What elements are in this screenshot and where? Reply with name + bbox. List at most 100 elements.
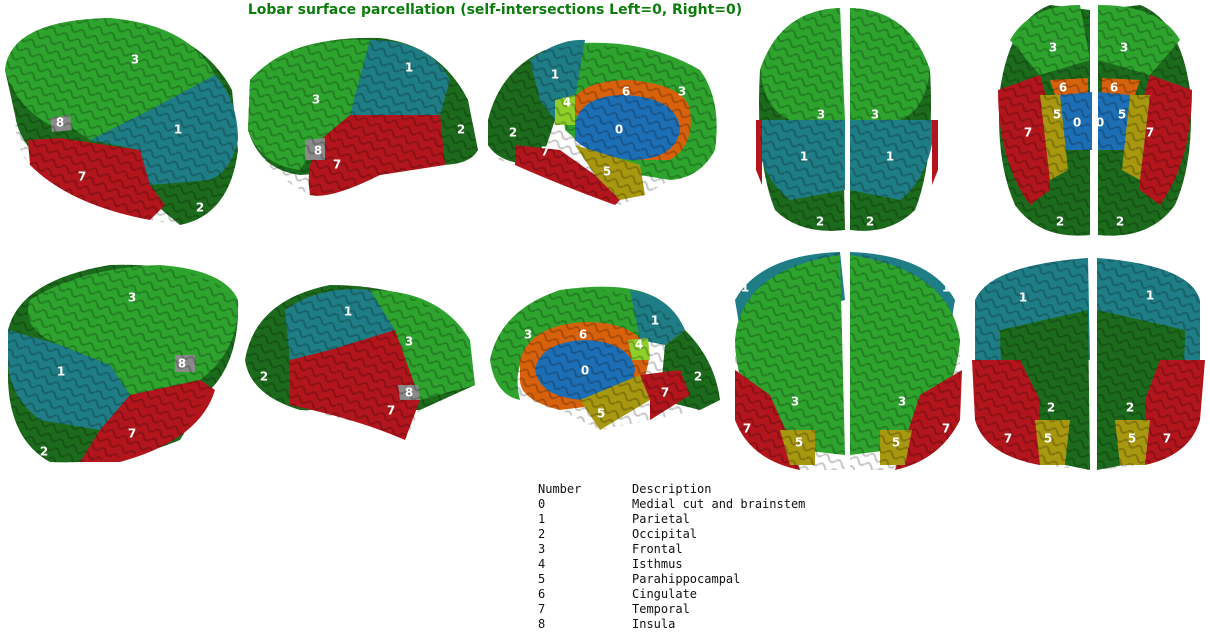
region-label: 2 <box>1116 215 1124 229</box>
legend-number: 0 <box>538 497 546 511</box>
region-label: 6 <box>1059 81 1067 95</box>
view-left-medial-top <box>488 39 717 205</box>
region-label: 7 <box>942 422 950 436</box>
region-label: 1 <box>405 61 413 75</box>
region-label: 3 <box>791 395 799 409</box>
region-label: 0 <box>1096 116 1104 130</box>
region-label: 6 <box>579 328 587 342</box>
legend-number: 3 <box>538 542 546 556</box>
region-label: 1 <box>57 365 65 379</box>
region-label: 5 <box>603 165 611 179</box>
legend-description: Occipital <box>632 527 698 541</box>
legend-header-number: Number <box>538 482 582 496</box>
region-label: 5 <box>597 407 605 421</box>
region-label: 4 <box>563 96 571 110</box>
legend-row: 4 Isthmus <box>538 557 805 572</box>
view-right-lateral-bottom <box>8 264 239 463</box>
legend-number: 6 <box>538 587 546 601</box>
region-label: 7 <box>333 158 341 172</box>
region-label: 6 <box>622 85 630 99</box>
region-7-patch <box>932 120 938 185</box>
region-label: 0 <box>615 123 623 137</box>
region-label: 7 <box>128 427 136 441</box>
legend-number: 5 <box>538 572 546 586</box>
region-label: 2 <box>1056 215 1064 229</box>
legend-row: 0 Medial cut and brainstem <box>538 497 805 512</box>
region-label: 2 <box>1126 401 1134 415</box>
region-label: 1 <box>942 281 950 295</box>
region-label: 1 <box>551 68 559 82</box>
legend-description: Cingulate <box>632 587 698 601</box>
legend-row: 6 Cingulate <box>538 587 805 602</box>
legend-number: 1 <box>538 512 546 526</box>
region-label: 2 <box>816 215 824 229</box>
legend-number: 2 <box>538 527 546 541</box>
region-label: 8 <box>178 357 186 371</box>
region-label: 5 <box>892 436 900 450</box>
region-label: 0 <box>581 364 589 378</box>
region-number-labels: 3 1 8 7 2 1 3 2 8 7 1 6 3 4 0 2 7 5 3 3 … <box>40 41 1171 459</box>
region-label: 3 <box>128 291 136 305</box>
legend-number: 8 <box>538 617 546 631</box>
legend-description: Temporal <box>632 602 690 616</box>
legend-description: Insula <box>632 617 676 631</box>
region-label: 2 <box>457 123 465 137</box>
brain-views: 3 1 8 7 2 1 3 2 8 7 1 6 3 4 0 2 7 5 3 3 … <box>5 5 1205 470</box>
region-label: 3 <box>1120 41 1128 55</box>
region-label: 2 <box>866 215 874 229</box>
view-left-oblique-top <box>248 37 478 196</box>
region-label: 1 <box>651 314 659 328</box>
legend-row: 8 Insula <box>538 617 805 632</box>
region-label: 4 <box>635 338 643 352</box>
region-label: 3 <box>312 93 320 107</box>
view-dorsal <box>756 8 938 231</box>
view-left-lateral-top <box>5 18 238 225</box>
region-label: 2 <box>40 445 48 459</box>
region-label: 1 <box>174 123 182 137</box>
legend-description: Isthmus <box>632 557 683 571</box>
view-right-oblique-bottom <box>245 285 475 440</box>
region-label: 3 <box>405 335 413 349</box>
region-label: 3 <box>524 328 532 342</box>
region-label: 7 <box>1004 432 1012 446</box>
region-label: 7 <box>387 404 395 418</box>
region-label: 5 <box>1128 432 1136 446</box>
region-label: 1 <box>800 150 808 164</box>
region-label: 7 <box>78 170 86 184</box>
legend-description: Medial cut and brainstem <box>632 497 806 511</box>
region-label: 7 <box>1163 432 1171 446</box>
region-label: 5 <box>795 436 803 450</box>
region-label: 8 <box>405 386 413 400</box>
region-label: 5 <box>1044 432 1052 446</box>
region-label: 6 <box>1110 81 1118 95</box>
view-posterior <box>972 258 1205 470</box>
region-label: 7 <box>661 386 669 400</box>
region-label: 2 <box>1047 401 1055 415</box>
figure-title: Lobar surface parcellation (self-interse… <box>247 2 743 18</box>
region-label: 7 <box>743 422 751 436</box>
region-label: 0 <box>1073 116 1081 130</box>
region-label: 3 <box>817 108 825 122</box>
region-label: 1 <box>886 150 894 164</box>
view-right-medial-bottom <box>490 286 720 430</box>
region-label: 2 <box>694 370 702 384</box>
region-label: 5 <box>1118 108 1126 122</box>
region-label: 3 <box>678 85 686 99</box>
region-label: 8 <box>314 144 322 158</box>
region-label: 7 <box>541 145 549 159</box>
region-label: 2 <box>509 126 517 140</box>
region-label: 1 <box>344 305 352 319</box>
region-label: 5 <box>1053 108 1061 122</box>
view-frontal <box>735 252 962 470</box>
region-label: 3 <box>1049 41 1057 55</box>
legend-number: 4 <box>538 557 546 571</box>
region-label: 2 <box>260 370 268 384</box>
region-label: 1 <box>741 281 749 295</box>
region-label: 7 <box>1024 126 1032 140</box>
